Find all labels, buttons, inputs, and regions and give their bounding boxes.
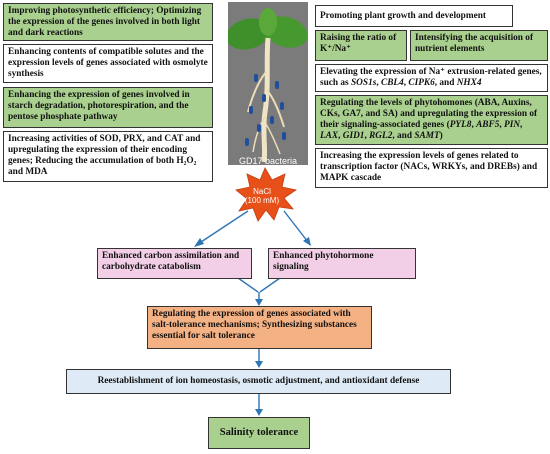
regulating-genes-box: Regulating the expression of genes assoc… (147, 306, 372, 349)
phytohormone-text: Regulating the levels of phytohomones (A… (320, 98, 538, 130)
left-box-antioxidant-enzymes: Increasing activities of SOD, PRX, and C… (3, 131, 213, 182)
gene-sos1s: SOS1s (351, 77, 377, 88)
arrow-to-phyto (283, 210, 309, 243)
gene-lax: LAX (320, 130, 339, 141)
right-box-transcription-factors: Increasing the expression levels of gene… (315, 148, 548, 188)
carbon-assimilation-box: Enhanced carbon assimilation and carbohy… (97, 248, 252, 279)
right-box-nutrient-acquisition: Intensifying the acquisition of nutrient… (410, 30, 548, 61)
arrowhead-reestablish (255, 361, 263, 368)
gene-nhx4: NHX4 (456, 77, 482, 88)
nacl-text: NaCl (253, 187, 271, 196)
right-box-phytohormones: Regulating the levels of phytohomones (A… (315, 95, 548, 145)
gene-cbl4: CBL4 (381, 77, 404, 88)
gene-cipk6: CIPK6 (408, 77, 435, 88)
left-box-compatible-solutes: Enhancing contents of compatible solutes… (3, 44, 213, 83)
arrowhead-carbon (194, 238, 204, 247)
gene-samt: SAMT (414, 130, 440, 141)
phytohormone-signaling-box: Enhanced phytohormone signaling (268, 248, 416, 279)
gene-gid1: GID1 (342, 130, 365, 141)
right-box-k-na-ratio: Raising the ratio of K⁺/Na⁺ (315, 30, 407, 61)
arrowhead-salinity (255, 409, 263, 416)
plant-photo: GD17 bacteria (228, 2, 308, 165)
na-extrusion-text: Elevating the expression of Na⁺ extrusio… (320, 67, 542, 88)
plant-label: GD17 bacteria (238, 156, 298, 165)
connector-carbon (237, 277, 259, 293)
arrow-to-carbon (197, 210, 249, 245)
arrowhead-phyto (303, 237, 311, 246)
salinity-tolerance-box: Salinity tolerance (208, 417, 310, 449)
right-box-na-extrusion: Elevating the expression of Na⁺ extrusio… (315, 64, 548, 92)
nacl-concentration: (100 mM) (244, 196, 280, 206)
gene-pyl8: PYL8 (449, 119, 472, 130)
left-box-photosynthesis: Improving photosynthetic efficiency; Opt… (3, 3, 213, 41)
gene-pin: PIN (504, 119, 521, 130)
nacl-label: NaCl (100 mM) (232, 187, 292, 205)
reestablishment-box: Reestablishment of ion homeostasis, osmo… (66, 369, 451, 394)
nacl-starburst (235, 167, 298, 222)
arrowhead-regulating (255, 299, 263, 306)
connector-phyto (259, 277, 281, 293)
seedling-illustration (228, 8, 308, 163)
right-box-promoting-growth: Promoting plant growth and development (315, 5, 513, 27)
left-box-starch-degradation: Enhancing the expression of genes involv… (3, 87, 213, 128)
gene-abf5: ABF5 (476, 119, 500, 130)
gene-rgl2: RGL2 (369, 130, 393, 141)
